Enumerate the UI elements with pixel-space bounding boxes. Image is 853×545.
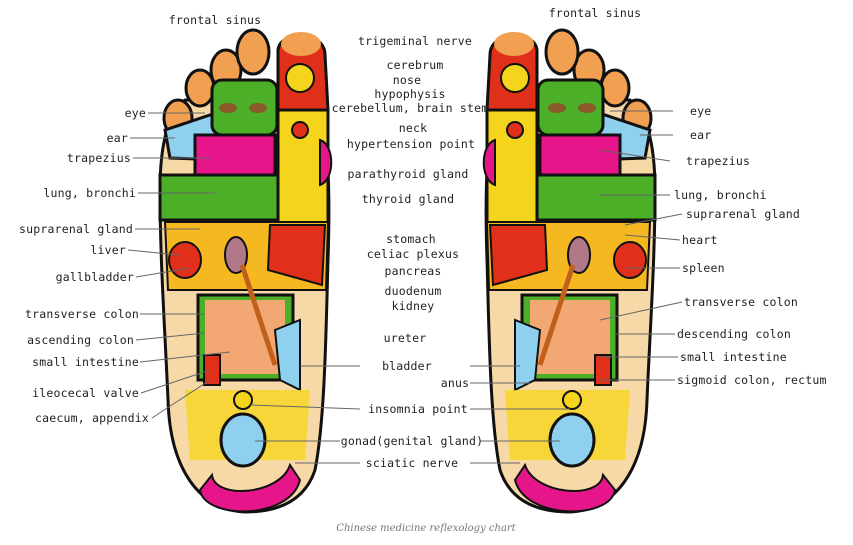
label-small-intestine-left: small intestine xyxy=(32,355,139,369)
label-neck: neck xyxy=(398,121,428,135)
label-descending-colon: descending colon xyxy=(677,327,791,341)
label-small-intestine-right: small intestine xyxy=(680,350,787,364)
label-ear-right: ear xyxy=(690,128,712,142)
label-spleen: spleen xyxy=(682,261,725,275)
label-hypertension-point: hypertension point xyxy=(346,137,476,151)
label-gallbladder: gallbladder xyxy=(55,270,134,284)
label-liver: liver xyxy=(90,243,126,257)
label-lung-bronchi-left: lung, bronchi xyxy=(43,186,136,200)
label-frontal-sinus-right: frontal sinus xyxy=(548,6,642,20)
label-eye-right: eye xyxy=(690,104,712,118)
label-pancreas: pancreas xyxy=(384,264,442,278)
label-trigeminal-nerve: trigeminal nerve xyxy=(358,34,472,48)
label-suprarenal-gland-left: suprarenal gland xyxy=(19,222,133,236)
label-trapezius-left: trapezius xyxy=(66,151,131,165)
label-celiac-plexus: celiac plexus xyxy=(366,247,460,261)
label-gonad: gonad(genital gland) xyxy=(340,434,484,448)
label-cerebellum-brain-stem: cerebellum, brain stem xyxy=(331,101,489,115)
label-frontal-sinus-left: frontal sinus xyxy=(168,13,262,27)
label-lung-bronchi-right: lung, bronchi xyxy=(674,188,767,202)
figure-caption: Chinese medicine reflexology chart xyxy=(336,523,516,534)
label-heart: heart xyxy=(682,233,718,247)
label-sigmoid-colon-rectum: sigmoid colon, rectum xyxy=(677,373,827,387)
label-insomnia-point: insomnia point xyxy=(368,402,468,416)
label-ileocecal-valve: ileocecal valve xyxy=(32,386,139,400)
label-stomach: stomach xyxy=(386,232,436,246)
label-thyroid-gland: thyroid gland xyxy=(361,192,455,206)
label-sciatic-nerve: sciatic nerve xyxy=(365,456,459,470)
label-ureter: ureter xyxy=(383,331,427,345)
leader-lines xyxy=(127,110,683,464)
label-trapezius-right: trapezius xyxy=(686,154,751,168)
label-bladder: bladder xyxy=(382,359,432,373)
label-duodenum: duodenum xyxy=(384,284,442,298)
label-transverse-colon-left: transverse colon xyxy=(25,307,139,321)
label-eye-left: eye xyxy=(124,106,146,120)
label-cerebrum: cerebrum xyxy=(386,58,444,72)
label-parathyroid-gland: parathyroid gland xyxy=(347,167,469,181)
label-suprarenal-gland-right: suprarenal gland xyxy=(686,207,800,221)
label-kidney: kidney xyxy=(391,299,435,313)
label-anus: anus xyxy=(440,376,470,390)
left-foot xyxy=(160,30,331,512)
label-transverse-colon-right: transverse colon xyxy=(684,295,798,309)
label-caecum-appendix: caecum, appendix xyxy=(35,411,149,425)
label-ascending-colon: ascending colon xyxy=(27,333,134,347)
label-ear-left: ear xyxy=(106,131,128,145)
label-hypophysis: hypophysis xyxy=(374,87,446,101)
right-foot xyxy=(484,30,655,512)
label-nose: nose xyxy=(392,73,422,87)
